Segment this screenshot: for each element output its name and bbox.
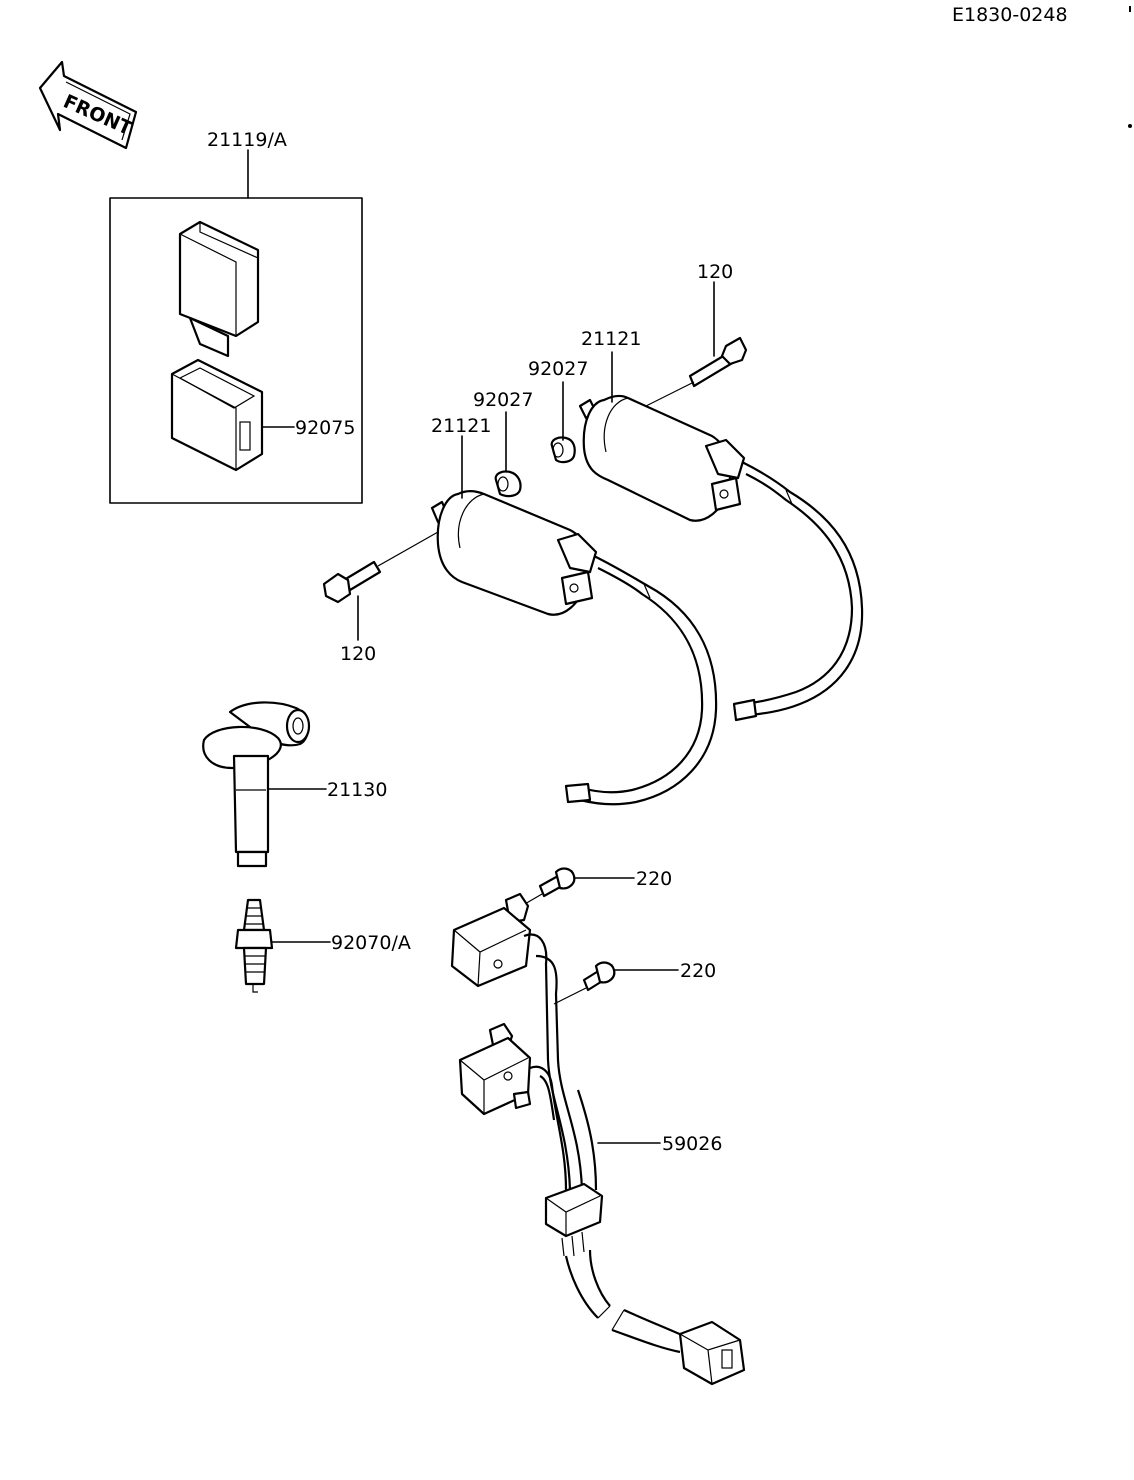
igniter-kit: 21119/A 92075 (109, 129, 363, 504)
label-120-upper: 120 (697, 261, 733, 283)
screw-upper (538, 867, 576, 898)
spark-plug-cap (202, 701, 311, 868)
label-92027-left: 92027 (473, 389, 533, 411)
label-92027-right: 92027 (528, 358, 588, 380)
label-21119A: 21119/A (207, 129, 287, 151)
label-220-upper: 220 (636, 868, 672, 890)
collar-left (494, 470, 522, 498)
label-21121-right: 21121 (581, 328, 641, 350)
bolt-upper (688, 336, 748, 388)
spark-plug (234, 898, 274, 993)
label-220-lower: 220 (680, 960, 716, 982)
diagram-id: E1830-0248 (952, 4, 1068, 26)
label-120-lower: 120 (340, 643, 376, 665)
bolt-lower (322, 560, 382, 604)
ignition-coil-left (430, 489, 598, 616)
ht-lead-left (564, 555, 718, 806)
collar-right (550, 436, 576, 464)
pickup-coil-assembly (450, 892, 746, 1386)
front-arrow-icon: FRONT (38, 60, 138, 150)
margin-speck (1129, 6, 1131, 12)
label-21121-left: 21121 (431, 415, 491, 437)
igniter-cover (170, 358, 264, 472)
ignition-coil-right (578, 394, 746, 522)
igniter-unit (178, 220, 260, 358)
margin-speck (1128, 124, 1132, 128)
ht-lead-right (732, 461, 864, 722)
label-59026: 59026 (662, 1133, 722, 1155)
label-92070A: 92070/A (331, 932, 411, 954)
label-21130: 21130 (327, 779, 387, 801)
label-92075: 92075 (295, 417, 355, 439)
screw-lower (582, 961, 616, 992)
